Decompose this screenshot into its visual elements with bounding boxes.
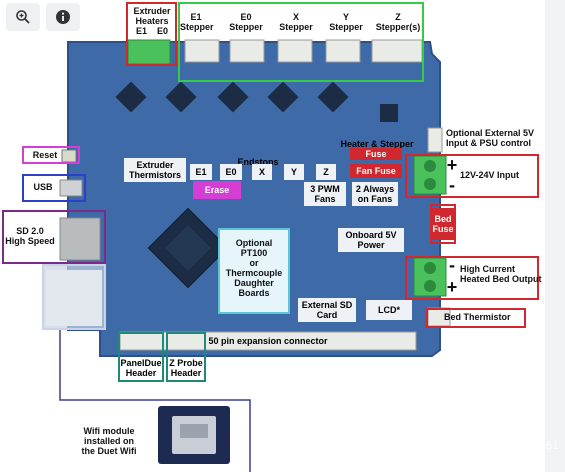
fan-fuse-label: Fan Fuse [350, 164, 402, 178]
reset-label: Reset [32, 150, 58, 160]
power-input-box [405, 154, 539, 198]
always-fans-label: 2 Always on Fans [352, 182, 398, 206]
wifi-module-label: Wifi module installed on the Duet Wifi [81, 426, 137, 456]
power-input-label: 12V-24V Input [460, 170, 520, 180]
usb-box [22, 174, 86, 202]
stepper-x-connector [277, 39, 313, 63]
pt100-box [218, 228, 290, 314]
endstop-z-label: Z [316, 164, 336, 180]
stepper-y-connector [325, 39, 361, 63]
sd-box [2, 210, 106, 264]
wifi-module [46, 270, 102, 326]
stepper-driver-chip [115, 81, 147, 113]
sd-card-slot [59, 217, 101, 261]
z-stepper-label: Z Stepper(s) [375, 12, 421, 32]
x-stepper-label: X Stepper [279, 12, 313, 32]
extruder-heaters-label: Extruder Heaters E1 E0 [133, 6, 171, 36]
heater-stepper-fuse-text: Fuse [365, 149, 387, 159]
stepper-driver-chip [317, 81, 349, 113]
reset-box [22, 146, 80, 164]
endstop-x-label: X [252, 164, 272, 180]
zprobe-label: Z Probe Header [169, 358, 203, 378]
minus-sign-power: - [449, 175, 455, 195]
bed-fuse-box [430, 204, 456, 244]
ext-5v-label: Optional External 5V Input & PSU control [446, 128, 535, 148]
pt100-label: Optional PT100 or Thermcouple Daughter B… [225, 238, 283, 298]
pwm-fans-label: 3 PWM Fans [304, 182, 346, 206]
stepper-driver-chip [217, 81, 249, 113]
image-toolbar [0, 0, 90, 34]
info-icon [56, 10, 70, 24]
plus-sign-bed: + [446, 277, 458, 297]
ext-5v-connector [427, 127, 443, 153]
heater-stepper-fuse-block [350, 148, 402, 160]
extruder-heaters-box [126, 2, 177, 66]
stepper-driver-chip [380, 104, 398, 122]
thermistor-e0-label: E0 [220, 164, 242, 180]
lcd-label: LCD* [366, 300, 412, 320]
stepper-driver-chip [165, 81, 197, 113]
source-watermark: https://blog.csdn.net/xbw3336661 [380, 438, 559, 452]
stepper-e0-connector [229, 39, 265, 63]
page-scroll-strip [545, 0, 565, 472]
expansion-connector-shape [119, 331, 417, 351]
mcu-chip-core [165, 225, 211, 271]
usb-connector [59, 179, 83, 197]
info-button[interactable] [46, 3, 80, 31]
thermistor-e1-label: E1 [190, 164, 212, 180]
erase-label: Erase [204, 185, 230, 195]
pcb-board [68, 42, 440, 356]
stepper-e1-connector [184, 39, 220, 63]
zoom-in-icon [16, 10, 30, 24]
onboard-5v-label: Onboard 5V Power [338, 228, 404, 252]
wifi-area-box [42, 264, 106, 330]
wifi-callout-line [59, 330, 251, 472]
extruder-heater-connector [127, 39, 171, 65]
minus-sign-bed: - [449, 255, 455, 275]
zprobe-box [166, 332, 206, 382]
plus-sign-power: + [446, 155, 458, 175]
steppers-box [178, 2, 424, 82]
e0-stepper-label: E0 Stepper [229, 12, 263, 32]
bed-fuse-label: Bed Fuse [432, 208, 454, 240]
zoom-button[interactable] [6, 3, 40, 31]
bed-thermistor-label: Bed Thermistor [444, 312, 511, 322]
duet-board-diagram [42, 39, 451, 472]
usb-label: USB [33, 182, 53, 192]
sd-label: SD 2.0 High Speed [5, 226, 55, 246]
expansion-connector-label: 50 pin expansion connector [208, 336, 328, 346]
stepper-driver-chip [267, 81, 299, 113]
external-sd-label: External SD Card [298, 298, 356, 322]
paneldue-label: PanelDue Header [120, 358, 162, 378]
bed-output-box [405, 256, 539, 300]
erase-box [193, 181, 241, 199]
endstops-label: Endstops [237, 157, 279, 167]
e1-stepper-label: E1 Stepper [180, 12, 214, 32]
paneldue-box [118, 332, 164, 382]
bed-output-label: High Current Heated Bed Output [460, 264, 542, 284]
endstop-y-label: Y [284, 164, 304, 180]
bed-thermistor-box [426, 308, 526, 328]
extruder-thermistors-label: Extruder Thermistors [124, 158, 186, 182]
pcb-edge-shade [67, 41, 441, 357]
y-stepper-label: Y Stepper [329, 12, 363, 32]
